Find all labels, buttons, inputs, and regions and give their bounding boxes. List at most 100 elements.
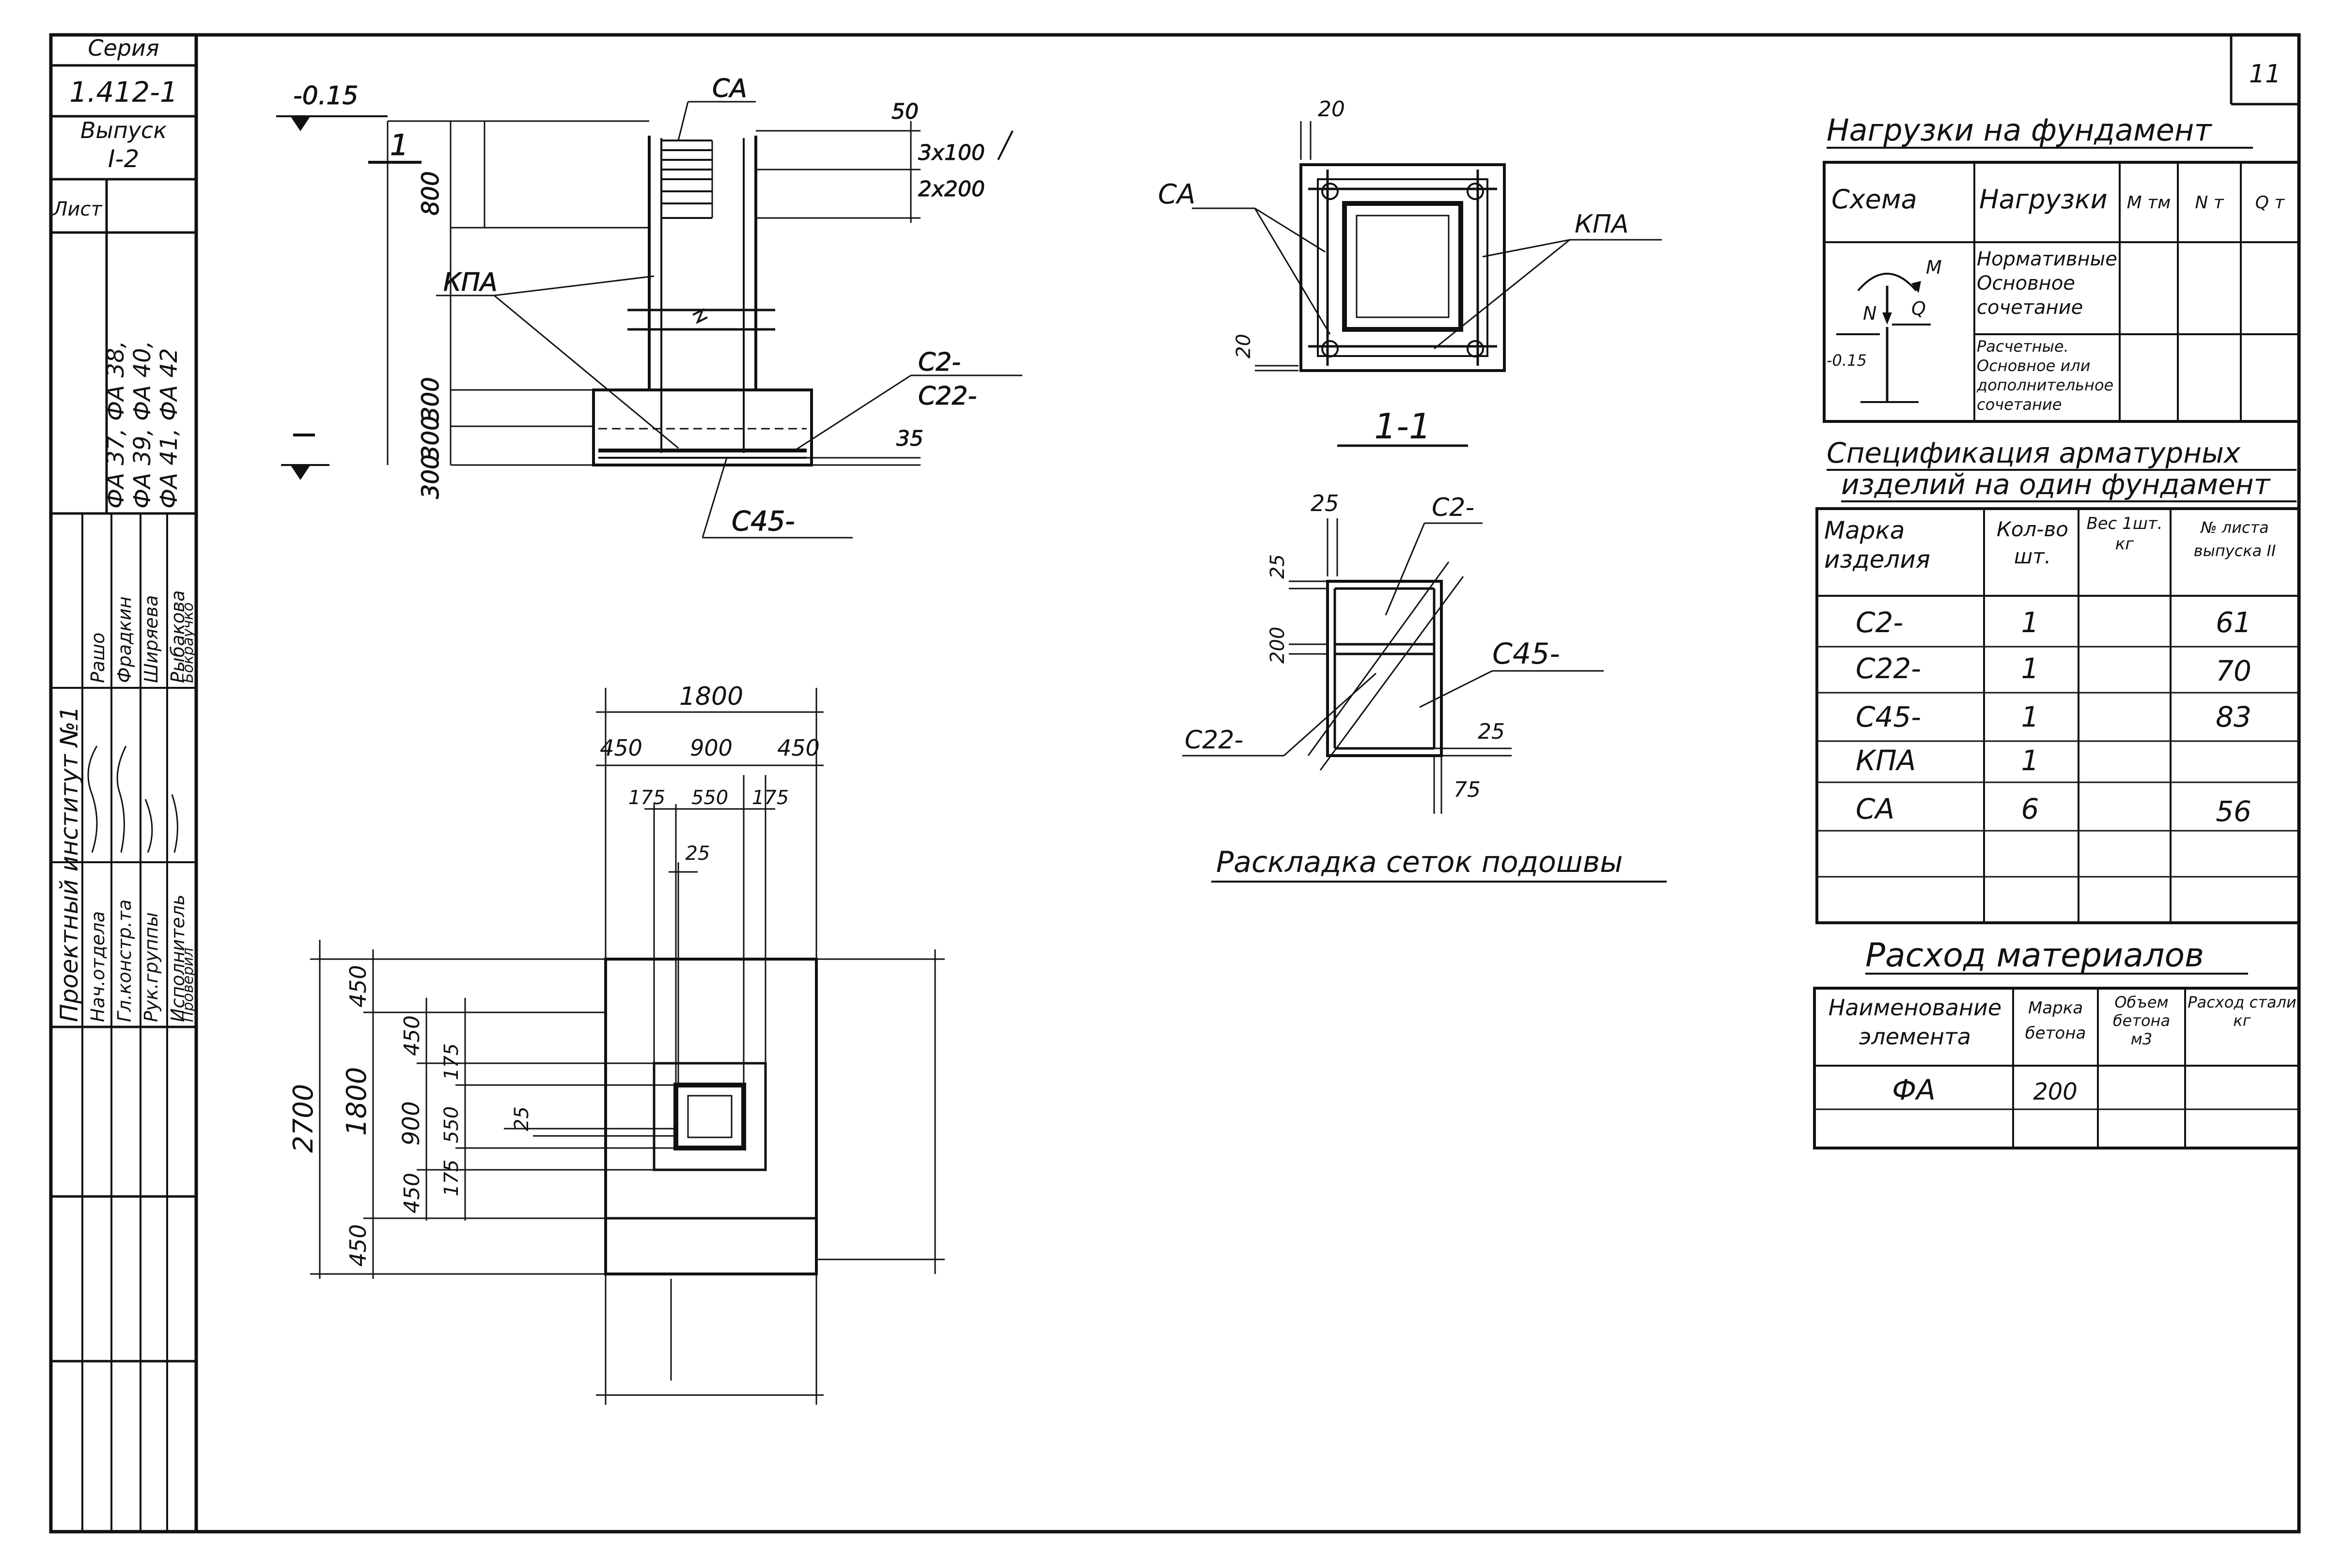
spec-row: С45- 1 83 (1856, 700, 2251, 733)
level-top: -0.15 (293, 81, 359, 110)
dim-50: 50 (891, 99, 919, 124)
plan-dim-175-r: 175 (752, 787, 789, 809)
plan-dim-25-v: 25 (511, 1106, 533, 1131)
dim-300-a: 300 (417, 377, 444, 421)
dim-20-side: 20 (1233, 334, 1255, 358)
signatures (87, 745, 178, 853)
mat-grade: 200 (2033, 1078, 2078, 1105)
dim-300-c: 300 (417, 416, 444, 460)
plan-dim-175-b: 175 (440, 1160, 463, 1196)
label-c2: С2- (918, 348, 961, 377)
mat-h-steel: Расход стали кг (2188, 993, 2297, 1030)
plan-dim-175-a: 175 (440, 1043, 463, 1080)
spec-h-qty: Кол-во шт. (1997, 517, 2068, 568)
mesh-dim-200: 200 (1266, 627, 1289, 664)
spec-row: КПА 1 (1856, 744, 2039, 777)
plan-dim-450-b: 450 (345, 1224, 371, 1267)
label-ca: СА (712, 74, 747, 103)
elevation-view: -0.15 1 800 300 300 300 50 3x100 2x200 3… (276, 74, 1022, 539)
spec-row: С2- 1 61 (1856, 606, 2251, 639)
plan-dim-1800-top: 1800 (679, 682, 743, 711)
name-5: Бокраучко (180, 603, 197, 683)
plan-dim-550: 550 (691, 787, 728, 809)
mat-element: ФА (1892, 1073, 1936, 1106)
role-1: Нач.отдела (87, 911, 109, 1022)
name-3: Ширяева (141, 595, 162, 683)
mesh-dim-25-side: 25 (1266, 554, 1289, 579)
plan-dim-450-c: 450 (400, 1015, 424, 1056)
spec-sheet: 56 (2216, 795, 2251, 828)
dim-3x100: 3x100 (918, 140, 985, 165)
materials-row: ФА 200 (1892, 1073, 2078, 1106)
doc-code-3: ФА 41, ФА 42 (156, 348, 183, 509)
loads-h-m: M тм (2127, 193, 2171, 213)
spec-mark: КПА (1856, 744, 1916, 777)
spec-h-mark: Марка изделия (1824, 516, 1930, 574)
s11-label-ca: СА (1158, 179, 1195, 210)
spec-qty: 1 (2021, 700, 2039, 733)
series-value: 1.412-1 (69, 76, 178, 109)
sheet-number: 11 (2249, 60, 2281, 89)
materials-table: Расход материалов Наименование элемента … (1813, 936, 2300, 1149)
scheme-m: M (1926, 257, 1942, 278)
load-scheme-sketch: M N Q -0.15 (1827, 257, 1942, 403)
section-mark: 1 (390, 128, 408, 162)
issue-label: Выпуск (80, 117, 167, 143)
s11-label-kpa: КПА (1575, 210, 1629, 239)
role-2: Гл.констр.та (114, 900, 135, 1022)
loads-row-normative: Нормативные. Основное сочетание (1977, 248, 2117, 319)
doc-code-2: ФА 39, ФА 40, (129, 341, 156, 509)
loads-h-loads: Нагрузки (1979, 184, 2108, 215)
plan-dim-25-top: 25 (686, 842, 710, 865)
spec-sheet: 83 (2216, 700, 2251, 733)
section-1-1: 20 20 СА КПА 1-1 (1158, 97, 1662, 447)
plan-dim-550-v: 550 (440, 1106, 463, 1143)
role-5: Проверил (180, 947, 197, 1022)
series-label: Серия (88, 35, 159, 61)
spec-h-sheet: № листа выпуска II (2193, 518, 2276, 560)
loads-table: Нагрузки на фундамент Схема Нагрузки M т… (1823, 112, 2300, 423)
mesh-label-c2: С2- (1432, 493, 1474, 522)
mesh-dim-25-top: 25 (1311, 490, 1339, 516)
mat-h-element: Наименование элемента (1828, 994, 2002, 1050)
mesh-label-c22: С22- (1185, 726, 1243, 755)
spec-qty: 1 (2021, 606, 2039, 639)
role-3: Рук.группы (141, 912, 162, 1022)
plan-dim-1800-left: 1800 (341, 1067, 373, 1136)
spec-title-1: Спецификация арматурных (1827, 436, 2241, 469)
plan-dim-900-v: 900 (398, 1101, 425, 1146)
dim-35: 35 (896, 426, 923, 451)
plan-dim-2700: 2700 (288, 1084, 319, 1153)
mesh-label-c45: С45- (1492, 637, 1560, 671)
mesh-layout: 25 25 200 25 75 С2- С45- С22- Раскладка … (1182, 490, 1667, 883)
label-c45: С45- (732, 506, 795, 537)
institute-name: Проектный институт №1 (55, 706, 83, 1022)
spec-row: С22- 1 70 (1856, 652, 2251, 687)
dim-800: 800 (417, 171, 444, 216)
sheet-label: Лист (52, 198, 103, 220)
plan-dim-900: 900 (690, 735, 733, 761)
plan-view: 1800 450 900 450 175 550 175 25 2700 180… (288, 682, 945, 1405)
mat-h-grade: Марка бетона (2025, 998, 2086, 1043)
dim-300-b: 300 (417, 454, 444, 499)
loads-title: Нагрузки на фундамент (1827, 112, 2212, 148)
spec-row: СА 6 56 (1856, 792, 2251, 828)
plan-dim-450-l: 450 (600, 735, 642, 761)
spec-table: Спецификация арматурных изделий на один … (1815, 436, 2300, 924)
spec-title-2: изделий на один фундамент (1841, 468, 2271, 501)
loads-h-scheme: Схема (1831, 184, 1917, 215)
spec-sheet: 61 (2216, 606, 2251, 639)
sheet-number-box: 11 (2230, 35, 2299, 106)
dim-20-top: 20 (1318, 97, 1345, 122)
plan-dim-450-a: 450 (345, 965, 371, 1008)
mesh-dim-75: 75 (1454, 777, 1481, 802)
s11-title: 1-1 (1374, 406, 1431, 447)
loads-h-n: N т (2195, 193, 2224, 213)
spec-h-weight: Вес 1шт. кг (2086, 514, 2163, 554)
scheme-n: N (1863, 303, 1876, 324)
name-4: Рыбакова (167, 590, 188, 683)
name-2: Фрадкин (114, 596, 135, 683)
spec-mark: С2- (1856, 606, 1903, 639)
spec-qty: 6 (2021, 792, 2039, 825)
